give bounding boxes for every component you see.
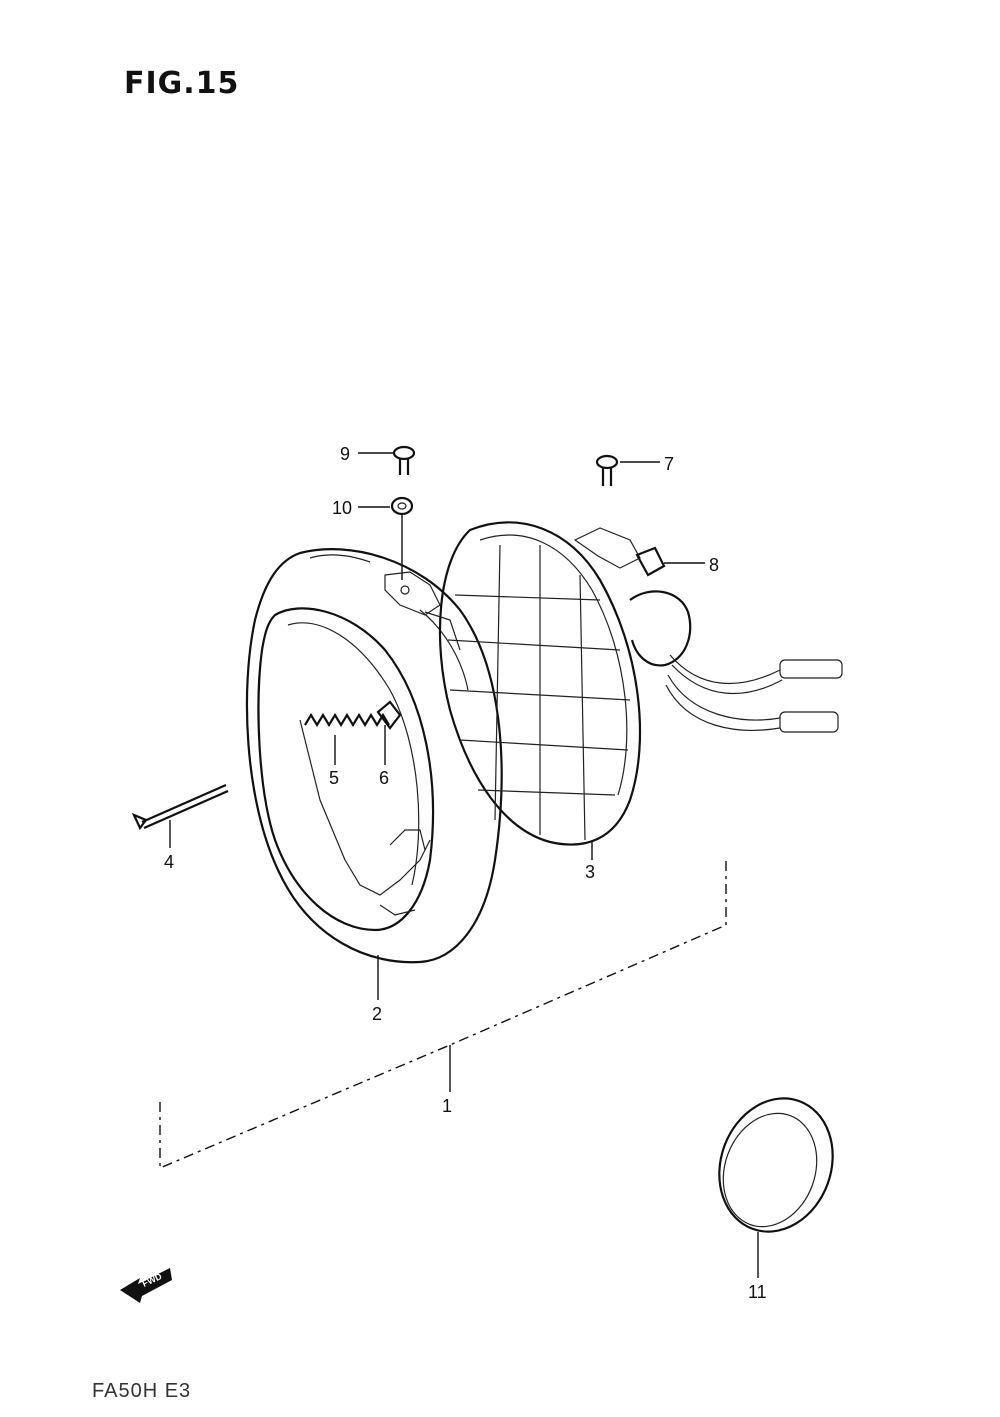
figure-footer-code: FA50H E3 <box>92 1380 192 1402</box>
nut-6 <box>376 700 402 730</box>
callout-3: 3 <box>585 862 595 882</box>
callout-1: 1 <box>442 1096 452 1116</box>
screw-7 <box>595 454 619 486</box>
callout-2: 2 <box>372 1004 382 1024</box>
washer-10 <box>390 496 414 516</box>
callout-4: 4 <box>164 852 174 872</box>
callout-5: 5 <box>329 768 339 788</box>
figure-title: FIG.15 <box>124 66 240 101</box>
sealed-beam-unit <box>438 521 843 846</box>
callout-6: 6 <box>379 768 389 788</box>
screw-9 <box>392 445 416 475</box>
fwd-arrow-icon: FWD <box>120 1268 172 1303</box>
screw-4 <box>131 783 229 831</box>
reflector <box>718 1097 834 1233</box>
spring-5 <box>304 712 390 728</box>
callout-11: 11 <box>748 1282 767 1302</box>
callout-10: 10 <box>332 498 352 518</box>
callout-7: 7 <box>664 454 674 474</box>
headlight-rim <box>245 548 503 964</box>
nut-8 <box>635 546 666 577</box>
callout-9: 9 <box>340 444 350 464</box>
leader-lines <box>159 452 759 1278</box>
callout-8: 8 <box>709 555 719 575</box>
